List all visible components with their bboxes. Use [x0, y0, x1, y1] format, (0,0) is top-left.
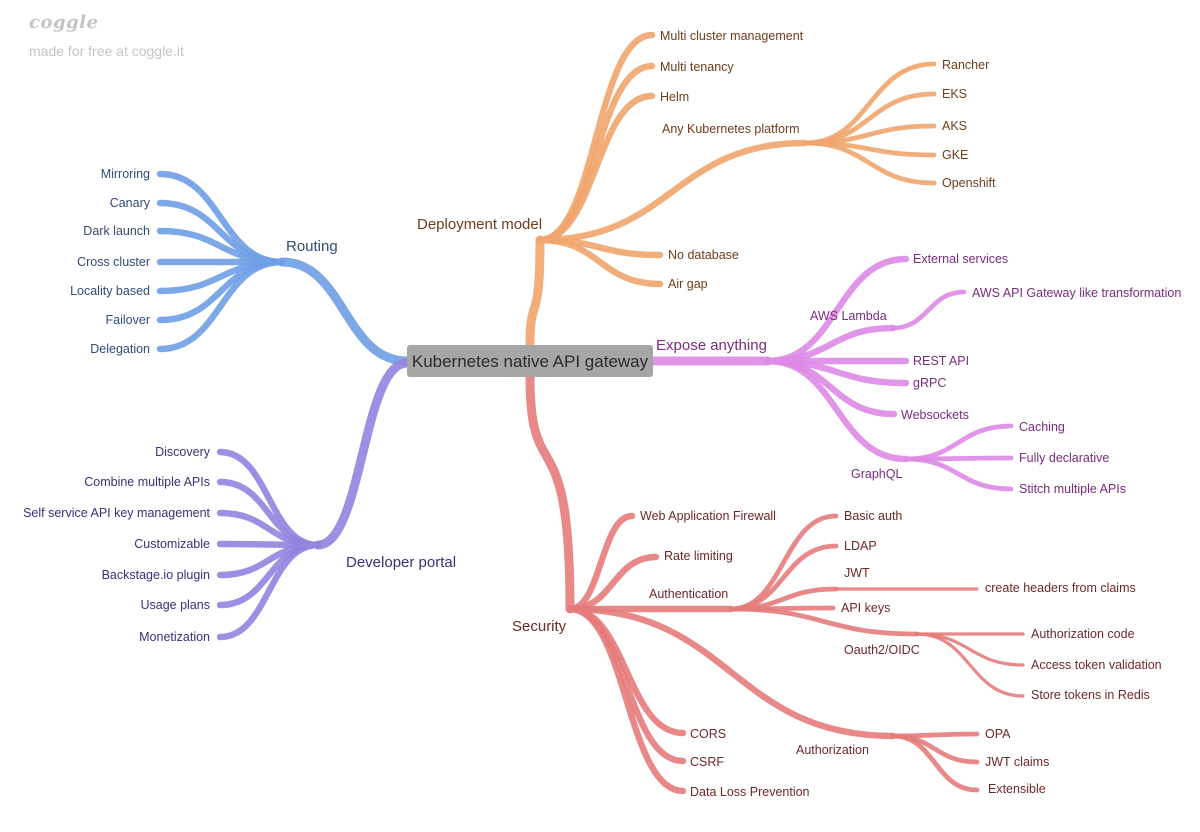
- branch-expose-anything[interactable]: Expose anything: [656, 337, 767, 354]
- node-external-services[interactable]: External services: [913, 252, 1008, 266]
- node-failover[interactable]: Failover: [106, 313, 150, 327]
- node-rate-limiting[interactable]: Rate limiting: [664, 549, 733, 563]
- edge-access-token-validation: [915, 632, 1025, 667]
- edge-basic-auth: [728, 513, 839, 612]
- node-eks[interactable]: EKS: [942, 87, 967, 101]
- edge-graphql: [764, 357, 910, 463]
- node-aws-lambda[interactable]: AWS Lambda: [810, 309, 887, 323]
- node-locality-based[interactable]: Locality based: [70, 284, 150, 298]
- edge-multi-cluster-management: [536, 31, 656, 244]
- node-cors[interactable]: CORS: [690, 727, 726, 741]
- branch-edge-routing: [277, 257, 412, 366]
- root-node-box[interactable]: [407, 345, 653, 377]
- branch-edge-deployment-model: [525, 235, 545, 350]
- root-node[interactable]: Kubernetes native API gateway: [407, 345, 653, 377]
- edge-caching: [903, 423, 1014, 462]
- node-grpc[interactable]: gRPC: [913, 376, 946, 390]
- node-self-service-api-key-management[interactable]: Self service API key management: [23, 506, 210, 520]
- node-gke[interactable]: GKE: [942, 148, 968, 162]
- node-cross-cluster[interactable]: Cross cluster: [77, 255, 150, 269]
- edge-extensible: [890, 733, 980, 793]
- edge-authorization: [566, 605, 897, 740]
- edge-rancher: [802, 61, 937, 146]
- node-customizable[interactable]: Customizable: [134, 537, 210, 551]
- node-store-tokens-in-redis[interactable]: Store tokens in Redis: [1031, 688, 1150, 702]
- node-graphql[interactable]: GraphQL: [851, 467, 902, 481]
- node-stitch-multiple-apis[interactable]: Stitch multiple APIs: [1019, 482, 1126, 496]
- edge-oauth2-oidc: [728, 606, 920, 637]
- node-backstage-io-plugin[interactable]: Backstage.io plugin: [102, 568, 210, 582]
- edge-delegation: [156, 258, 286, 353]
- node-rancher[interactable]: Rancher: [942, 58, 989, 72]
- edge-aks: [802, 123, 937, 146]
- node-discovery[interactable]: Discovery: [155, 445, 211, 459]
- edge-any-kubernetes-platform: [536, 139, 809, 244]
- node-caching[interactable]: Caching: [1019, 420, 1065, 434]
- node-dark-launch[interactable]: Dark launch: [83, 224, 150, 238]
- edge-store-tokens-in-redis: [915, 632, 1025, 698]
- branch-security[interactable]: Security: [512, 618, 567, 635]
- coggle-logo: coggle: [29, 12, 99, 33]
- node-openshift[interactable]: Openshift: [942, 176, 996, 190]
- branch-routing[interactable]: Routing: [286, 238, 338, 255]
- node-authentication[interactable]: Authentication: [649, 587, 728, 601]
- node-api-keys[interactable]: API keys: [841, 601, 890, 615]
- node-canary[interactable]: Canary: [110, 196, 151, 210]
- node-aws-api-gateway-like-transformation[interactable]: AWS API Gateway like transformation: [972, 286, 1181, 300]
- node-ldap[interactable]: LDAP: [844, 539, 877, 553]
- node-authorization-code[interactable]: Authorization code: [1031, 627, 1135, 641]
- node-rest-api[interactable]: REST API: [913, 354, 969, 368]
- branch-edge-security: [525, 372, 575, 614]
- node-multi-cluster-management[interactable]: Multi cluster management: [660, 29, 804, 43]
- node-air-gap[interactable]: Air gap: [668, 277, 708, 291]
- branch-deployment-model[interactable]: Deployment model: [417, 216, 542, 233]
- node-usage-plans[interactable]: Usage plans: [141, 598, 211, 612]
- node-websockets[interactable]: Websockets: [901, 408, 969, 422]
- root-node-label: Kubernetes native API gateway: [412, 352, 649, 371]
- node-access-token-validation[interactable]: Access token validation: [1031, 658, 1162, 672]
- node-web-application-firewall[interactable]: Web Application Firewall: [640, 509, 776, 523]
- edge-aws-api-gateway-like-transformation: [890, 289, 967, 331]
- edge-helm: [536, 92, 656, 244]
- node-oauth2-oidc[interactable]: Oauth2/OIDC: [844, 643, 920, 657]
- node-mirroring[interactable]: Mirroring: [101, 167, 150, 181]
- edge-openshift: [802, 140, 937, 186]
- node-no-database[interactable]: No database: [668, 248, 739, 262]
- node-multi-tenancy[interactable]: Multi tenancy: [660, 60, 734, 74]
- node-basic-auth[interactable]: Basic auth: [844, 509, 902, 523]
- branch-edge-developer-portal: [313, 358, 412, 550]
- node-extensible[interactable]: Extensible: [988, 782, 1046, 796]
- node-helm[interactable]: Helm: [660, 90, 689, 104]
- node-aks[interactable]: AKS: [942, 119, 967, 133]
- node-delegation[interactable]: Delegation: [90, 342, 150, 356]
- branch-developer-portal[interactable]: Developer portal: [346, 554, 456, 571]
- node-fully-declarative[interactable]: Fully declarative: [1019, 451, 1109, 465]
- node-any-kubernetes-platform[interactable]: Any Kubernetes platform: [662, 122, 800, 136]
- mind-map-edges: [156, 31, 1025, 795]
- node-csrf[interactable]: CSRF: [690, 755, 724, 769]
- edge-data-loss-prevention: [566, 605, 687, 795]
- coggle-tagline: made for free at coggle.it: [29, 43, 184, 59]
- node-jwt-claims[interactable]: JWT claims: [985, 755, 1049, 769]
- node-opa[interactable]: OPA: [985, 727, 1011, 741]
- node-data-loss-prevention[interactable]: Data Loss Prevention: [690, 785, 810, 799]
- node-combine-multiple-apis[interactable]: Combine multiple APIs: [84, 475, 210, 489]
- node-authorization[interactable]: Authorization: [796, 743, 869, 757]
- edge-monetization: [216, 541, 322, 641]
- edge-stitch-multiple-apis: [903, 456, 1014, 492]
- node-monetization[interactable]: Monetization: [139, 630, 210, 644]
- node-create-headers-from-claims[interactable]: create headers from claims: [985, 581, 1136, 595]
- edge-air-gap: [536, 236, 664, 288]
- node-jwt[interactable]: JWT: [844, 566, 870, 580]
